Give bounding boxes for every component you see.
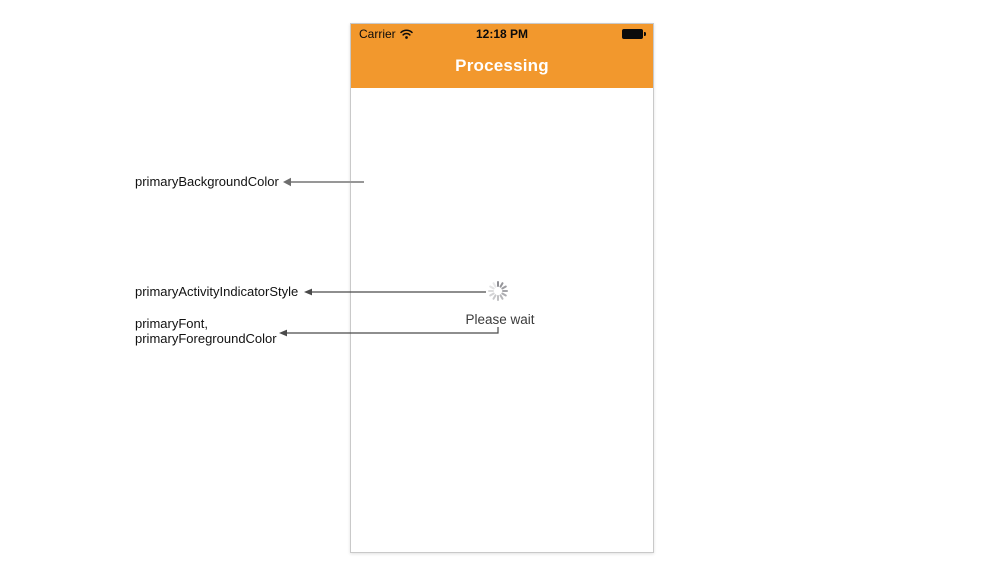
annotation-activity-indicator: primaryActivityIndicatorStyle xyxy=(135,284,299,299)
wait-message: Please wait xyxy=(465,312,535,327)
wifi-icon xyxy=(399,29,413,39)
carrier-label: Carrier xyxy=(359,27,396,41)
nav-bar: Processing xyxy=(351,44,653,88)
phone-content: Please wait xyxy=(351,88,653,552)
annotation-background-color: primaryBackgroundColor xyxy=(135,174,279,189)
annotation-font-foreground: primaryFont, primaryForegroundColor xyxy=(135,316,277,346)
phone-header: Carrier 12:18 PM Processing xyxy=(351,24,653,88)
battery-icon xyxy=(622,29,646,39)
nav-title: Processing xyxy=(455,56,549,75)
status-carrier: Carrier xyxy=(359,27,413,41)
status-time: 12:18 PM xyxy=(475,27,529,41)
annotation-font-line1: primaryFont, xyxy=(135,316,208,331)
activity-indicator-icon xyxy=(488,281,508,301)
annotation-font-line2: primaryForegroundColor xyxy=(135,331,277,346)
phone-mockup: Carrier 12:18 PM Processing Please wait xyxy=(350,23,654,553)
status-bar: Carrier 12:18 PM xyxy=(351,24,653,44)
